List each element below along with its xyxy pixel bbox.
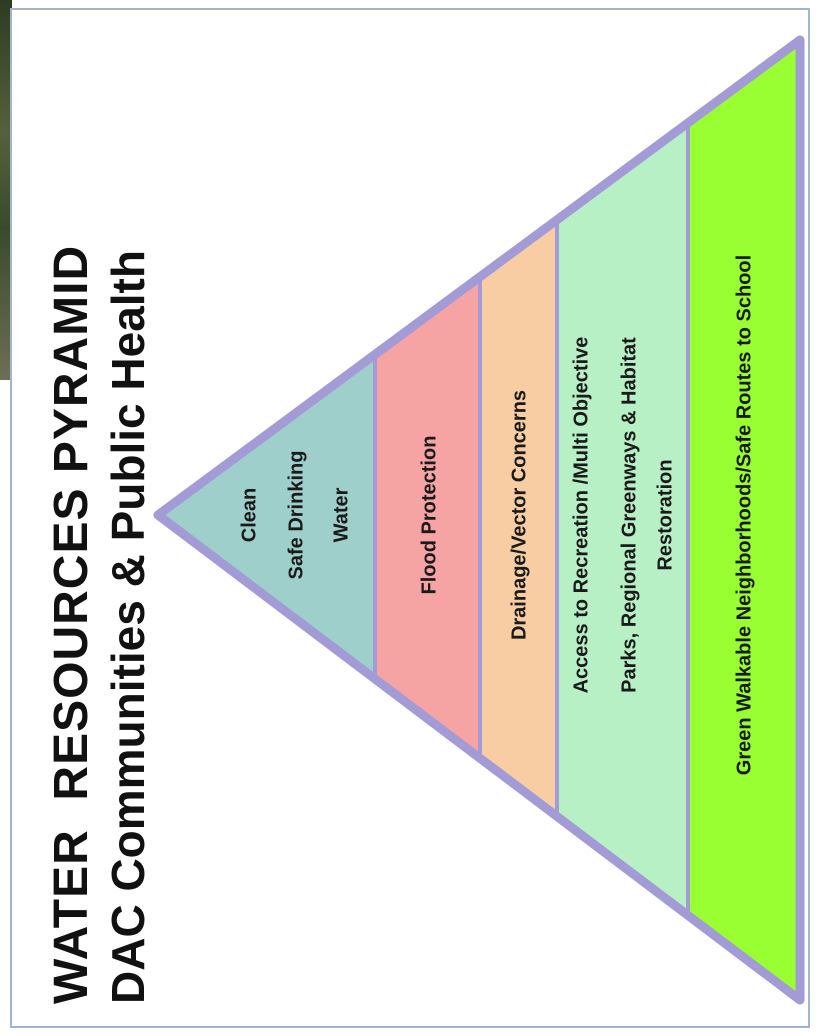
tier-5-label-line-1: Green Walkable Neighborhoods/Safe Routes… (733, 255, 755, 775)
tier-3-label-line-1: Drainage/Vector Concerns (508, 390, 530, 640)
tier-4-label-line-2: Parks, Regional Greenways & Habitat (618, 337, 640, 693)
pyramid-labels: Clean Safe Drinking Water Flood Protection D… (238, 255, 755, 775)
tier-1-label-line-3: Water (330, 487, 352, 542)
tier-4-label-line-3: Restoration (654, 459, 676, 570)
pyramid-outline (153, 35, 805, 1005)
tier-4-label-line-1: Access to Recreation /Multi Objective (570, 337, 592, 694)
tier-1-label-line-1: Clean (238, 488, 260, 542)
tier-2-label-line-1: Flood Protection (418, 436, 440, 595)
background-photo (0, 0, 12, 380)
tier-1-label-line-2: Safe Drinking (285, 451, 307, 580)
